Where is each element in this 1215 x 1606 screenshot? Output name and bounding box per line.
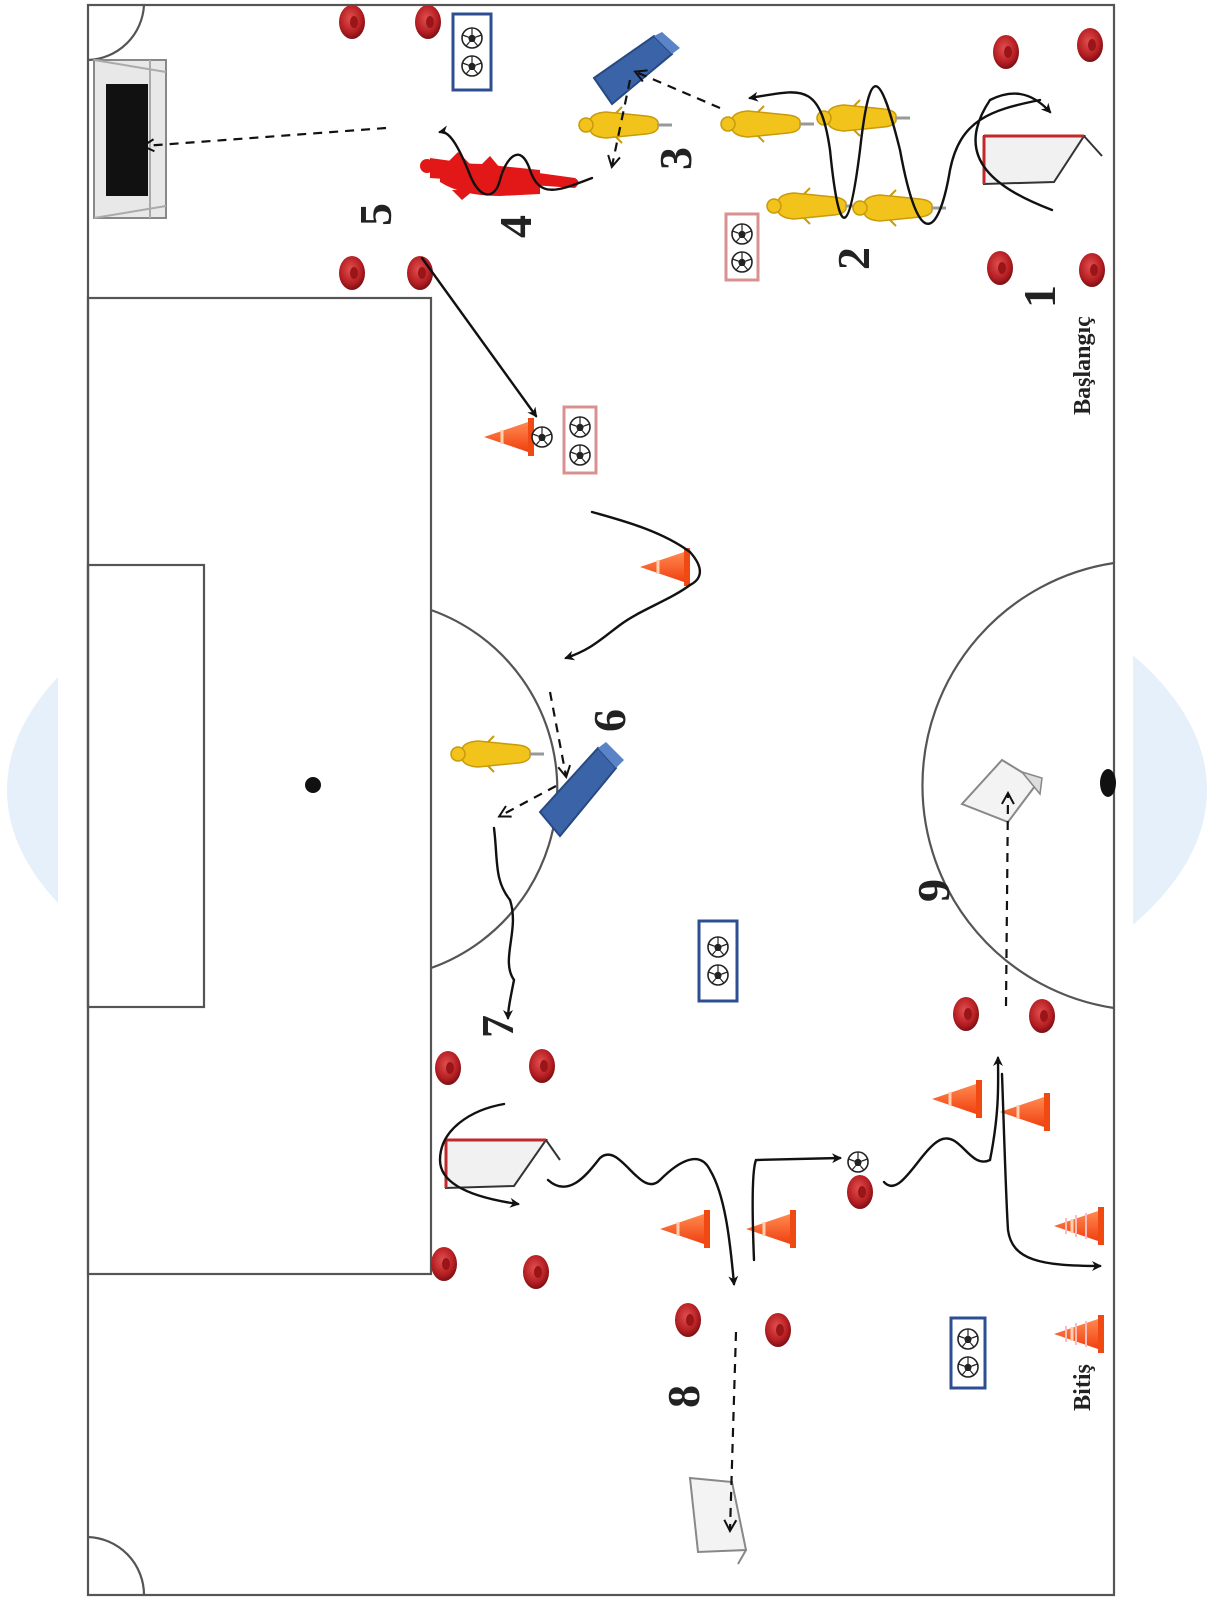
football-icon [848,1152,868,1172]
station-label: 9 [907,879,960,902]
goal-icon [94,60,166,218]
football-icon [532,427,552,447]
penalty-spot [305,777,321,793]
center-spot [1100,769,1116,797]
station-label: 2 [827,247,880,270]
station-label: 6 [583,709,636,732]
station-label: 4 [489,215,542,238]
end-label: Bitiş [1070,1364,1097,1411]
station-label: 7 [471,1015,524,1038]
station-label: 3 [649,147,702,170]
start-label: Başlangıç [1070,316,1097,415]
station-label: 1 [1013,285,1066,308]
station-label: 5 [349,203,402,226]
station-label: 8 [657,1385,710,1408]
